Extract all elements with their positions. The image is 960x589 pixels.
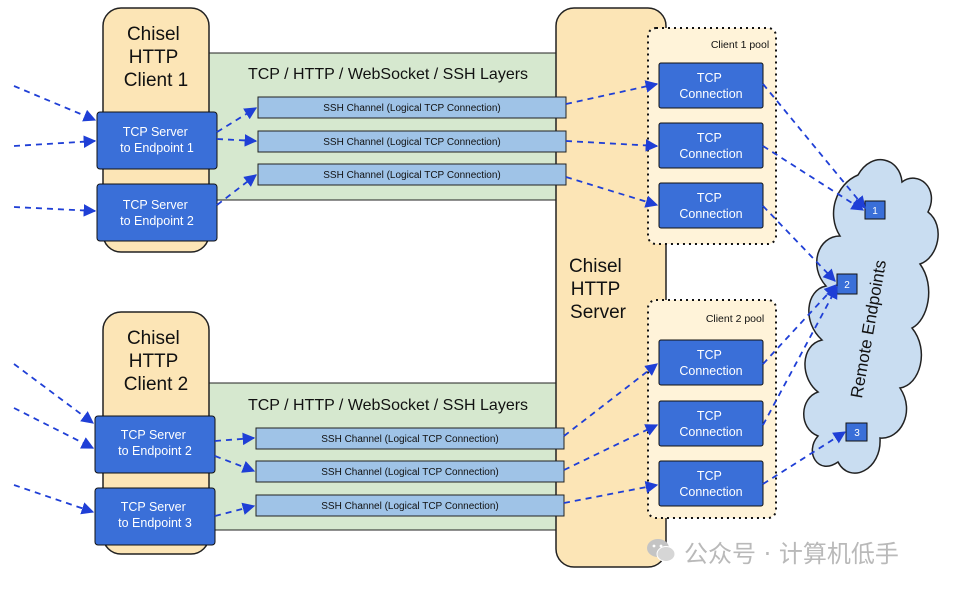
svg-text:2: 2 bbox=[844, 280, 850, 291]
ssh-channel-c2-2: SSH Channel (Logical TCP Connection) bbox=[255, 460, 565, 483]
tcp-connection-pool1-2: TCP Connection bbox=[658, 122, 764, 169]
svg-text:SSH Channel (Logical TCP Conne: SSH Channel (Logical TCP Connection) bbox=[321, 467, 499, 478]
client2-title: Chisel HTTP Client 2 bbox=[124, 328, 188, 395]
ssh-channel-c2-3: SSH Channel (Logical TCP Connection) bbox=[255, 494, 565, 517]
watermark-text: 公众号 · 计算机低手 bbox=[684, 539, 899, 568]
ssh-channel-c1-2: SSH Channel (Logical TCP Connection) bbox=[257, 130, 567, 153]
client1-title: Chisel HTTP Client 1 bbox=[124, 24, 188, 91]
svg-text:TCP Connection: TCP Connection bbox=[679, 71, 742, 101]
tcp-connection-pool2-1: TCP Connection bbox=[658, 339, 764, 386]
server-box bbox=[555, 7, 667, 568]
svg-text:TCP Connection: TCP Connection bbox=[679, 191, 742, 221]
svg-text:TCP Connection: TCP Connection bbox=[679, 469, 742, 499]
svg-text:SSH Channel (Logical TCP Conne: SSH Channel (Logical TCP Connection) bbox=[323, 103, 501, 114]
svg-text:SSH Channel (Logical TCP Conne: SSH Channel (Logical TCP Connection) bbox=[321, 501, 499, 512]
svg-text:TCP Server to Endpoint 1: TCP Server to Endpoint 1 bbox=[120, 125, 194, 155]
svg-text:TCP Connection: TCP Connection bbox=[679, 348, 742, 378]
svg-text:3: 3 bbox=[854, 428, 860, 439]
tcp-connection-pool2-2: TCP Connection bbox=[658, 400, 764, 447]
tcp-connection-pool1-3: TCP Connection bbox=[658, 182, 764, 229]
svg-text:TCP Server to Endpoint 3: TCP Server to Endpoint 3 bbox=[118, 500, 192, 530]
watermark: 公众号 · 计算机低手 bbox=[646, 534, 899, 568]
pool2-label: Client 2 pool bbox=[706, 313, 764, 325]
pool1-label: Client 1 pool bbox=[711, 39, 769, 51]
tcp-server-c2-endpoint2: TCP Server to Endpoint 2 bbox=[94, 415, 216, 474]
layers-label-2: TCP / HTTP / WebSocket / SSH Layers bbox=[248, 397, 528, 414]
remote-endpoints-cloud bbox=[803, 159, 939, 474]
ssh-channel-c1-3: SSH Channel (Logical TCP Connection) bbox=[257, 163, 567, 186]
svg-text:SSH Channel (Logical TCP Conne: SSH Channel (Logical TCP Connection) bbox=[323, 137, 501, 148]
tcp-server-c2-endpoint3: TCP Server to Endpoint 3 bbox=[94, 487, 216, 546]
svg-text:1: 1 bbox=[872, 206, 878, 217]
layers-label-1: TCP / HTTP / WebSocket / SSH Layers bbox=[248, 66, 528, 83]
tcp-connection-pool2-3: TCP Connection bbox=[658, 460, 764, 507]
tcp-server-c1-endpoint2: TCP Server to Endpoint 2 bbox=[96, 183, 218, 242]
svg-text:TCP Server to Endpoint 2: TCP Server to Endpoint 2 bbox=[120, 198, 194, 228]
tcp-connection-pool1-1: TCP Connection bbox=[658, 62, 764, 109]
svg-text:SSH Channel (Logical TCP Conne: SSH Channel (Logical TCP Connection) bbox=[323, 170, 501, 181]
ssh-channel-c2-1: SSH Channel (Logical TCP Connection) bbox=[255, 427, 565, 450]
wechat-icon bbox=[646, 538, 676, 564]
svg-text:TCP Connection: TCP Connection bbox=[679, 409, 742, 439]
endpoint-3: 3 bbox=[845, 422, 868, 442]
server-title: Chisel HTTP Server bbox=[569, 256, 627, 323]
endpoint-1: 1 bbox=[864, 200, 886, 220]
svg-text:TCP Server to Endpoint 2: TCP Server to Endpoint 2 bbox=[118, 428, 192, 458]
svg-text:SSH Channel (Logical TCP Conne: SSH Channel (Logical TCP Connection) bbox=[321, 434, 499, 445]
endpoint-2: 2 bbox=[836, 273, 858, 295]
connection-arrows bbox=[13, 80, 866, 517]
tcp-server-c1-endpoint1: TCP Server to Endpoint 1 bbox=[96, 111, 218, 170]
ssh-channel-c1-1: SSH Channel (Logical TCP Connection) bbox=[257, 96, 567, 119]
svg-text:TCP Connection: TCP Connection bbox=[679, 131, 742, 161]
